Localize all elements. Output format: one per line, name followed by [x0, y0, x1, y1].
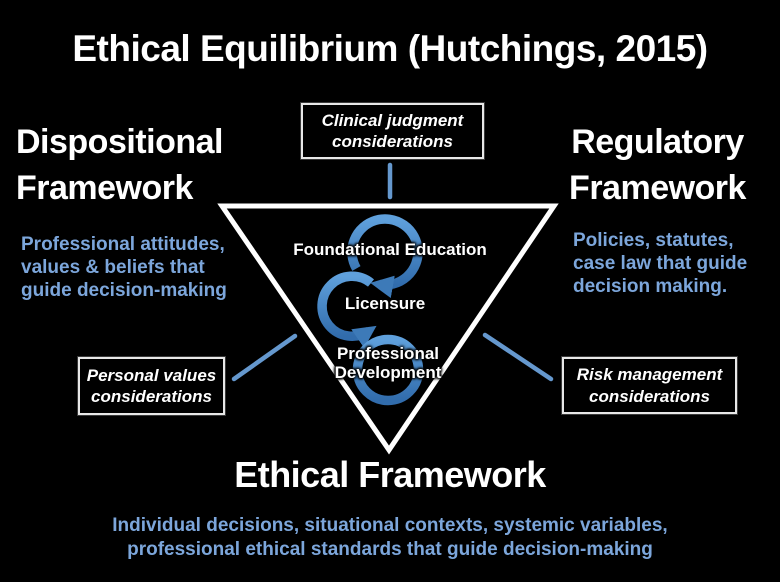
clinical-judgment-considerations-label: Clinical judgment considerations — [321, 110, 464, 151]
inverted-triangle-shape — [217, 203, 559, 455]
clinical-judgment-considerations-box: Clinical judgment considerations — [301, 103, 484, 159]
connector-line-right — [482, 332, 554, 382]
ethical-framework-title: Ethical Framework — [234, 454, 546, 495]
ethical-framework-description: Individual decisions, situational contex… — [112, 515, 668, 561]
risk-management-considerations-box: Risk management considerations — [562, 357, 737, 414]
dispositional-framework-title: Dispositional Framework — [16, 123, 223, 208]
cycle-arrow-foundational-icon — [347, 214, 423, 299]
regulatory-framework-description: Policies, statutes, case law that guide … — [573, 230, 748, 298]
personal-values-considerations-label: Personal values considerations — [86, 365, 217, 406]
cycle-step-licensure: Licensure — [344, 294, 426, 313]
cycle-arrow-licensure-icon — [317, 271, 377, 349]
dispositional-framework-description: Professional attitudes, values & beliefs… — [21, 234, 227, 302]
regulatory-framework-title: Regulatory Framework — [569, 123, 746, 208]
connector-line-left — [231, 333, 298, 382]
slide-title: Ethical Equilibrium (Hutchings, 2015) — [72, 28, 708, 69]
risk-management-considerations-label: Risk management considerations — [576, 365, 723, 406]
personal-values-considerations-box: Personal values considerations — [78, 357, 225, 415]
cycle-step-professional-development: Professional Development — [334, 344, 442, 383]
cycle-ring-development-icon — [352, 334, 424, 406]
cycle-step-foundational-education: Foundational Education — [293, 240, 487, 259]
